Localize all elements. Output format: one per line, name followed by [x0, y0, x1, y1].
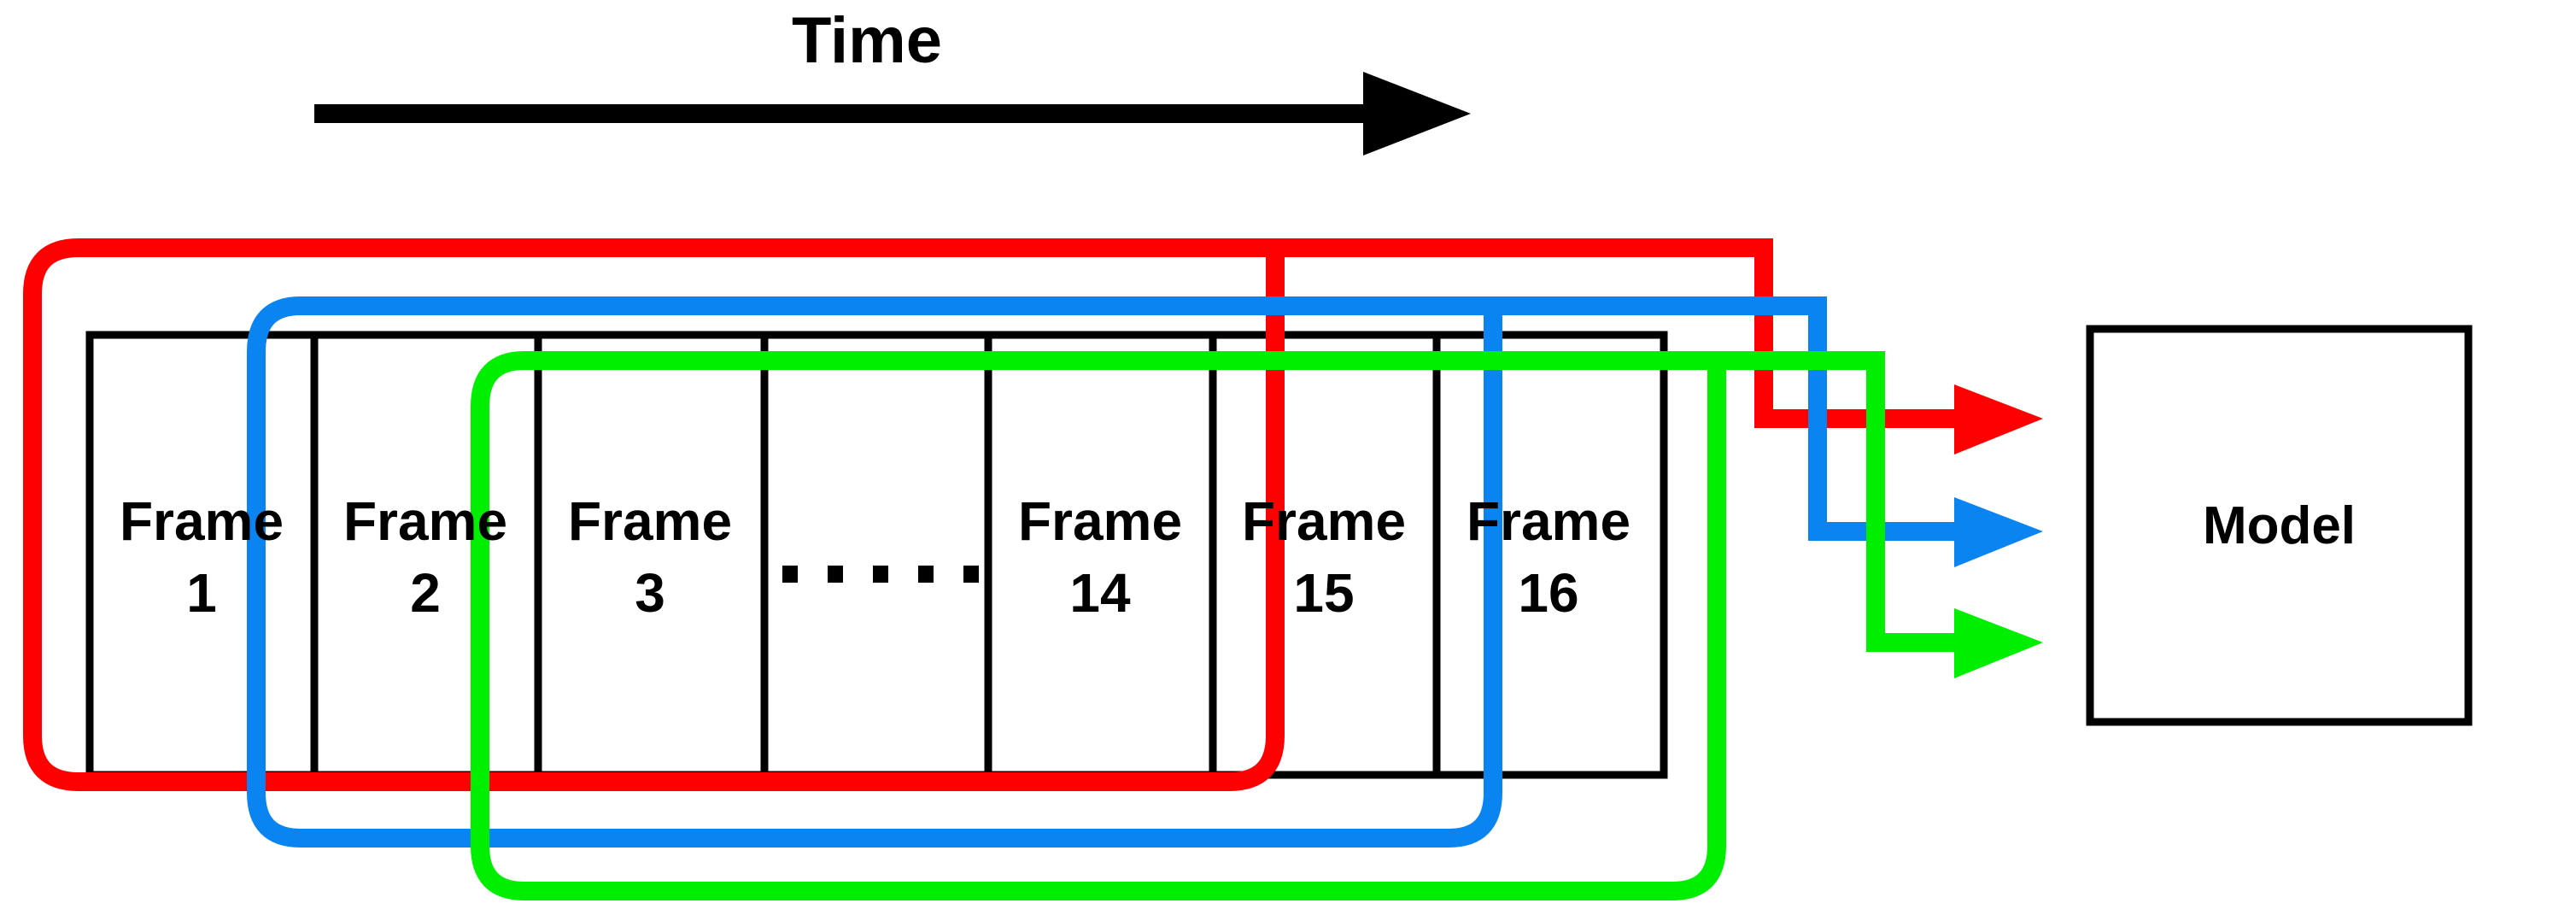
model-box[interactable]	[2086, 325, 2473, 726]
window-red[interactable]	[23, 238, 2043, 791]
model-label: Model	[2202, 496, 2356, 555]
frame-cell-16-word: Frame	[1466, 490, 1631, 552]
time-axis-arrow	[314, 72, 1471, 155]
window-green[interactable]	[471, 351, 2043, 900]
frame-cell-14-word: Frame	[1017, 490, 1183, 552]
frame-cell-1-word: Frame	[119, 490, 284, 552]
frame-cell-14-number: 14	[1069, 562, 1131, 624]
frame-cell-2-number: 2	[410, 562, 441, 624]
ellipsis-dots	[782, 566, 979, 583]
window-blue[interactable]	[247, 296, 2043, 848]
frame-cell-3-word: Frame	[567, 490, 733, 552]
frame-cell-16-number: 16	[1518, 562, 1579, 624]
frame-cell-15-number: 15	[1293, 562, 1355, 624]
frame-strip-outline	[85, 331, 1668, 779]
frame-cell-1-number: 1	[186, 562, 217, 624]
frame-cell-3-number: 3	[635, 562, 665, 624]
frame-cell-2-word: Frame	[342, 490, 508, 552]
time-axis-label: Time	[791, 4, 942, 77]
frame-cell-15-word: Frame	[1241, 490, 1407, 552]
